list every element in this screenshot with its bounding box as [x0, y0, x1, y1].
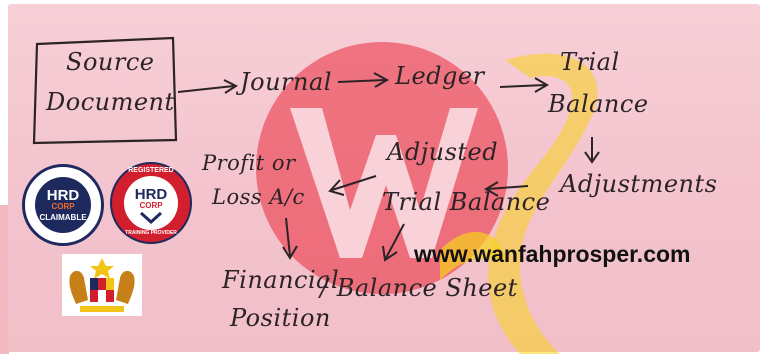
claimable-badge-inner	[35, 177, 91, 233]
registered-corp: CORP	[139, 201, 163, 210]
claimable-label: CLAIMABLE	[39, 213, 87, 222]
node-trial-line2: Balance	[548, 90, 649, 118]
website-url: www.wanfahprosper.com	[414, 241, 691, 267]
arrow-pl-to-financial	[282, 217, 298, 260]
source-document-box	[32, 36, 178, 145]
claimable-brand: HRD	[46, 187, 80, 204]
node-adjusted-line1: Adjusted	[387, 138, 499, 166]
node-profit-loss-line1: Profit or	[202, 151, 296, 175]
malaysia-coat-of-arms-icon	[62, 254, 142, 316]
arrow-adjustments-to-adjusted	[484, 181, 529, 197]
registered-brand: HRD	[134, 186, 168, 203]
node-source-line2: Document	[46, 88, 175, 116]
left-edge-strip	[0, 205, 9, 354]
registered-bottom-label: TRAINING PROVIDER	[125, 230, 177, 236]
node-financial-line2: Position	[230, 304, 331, 332]
node-balance-sheet: / Balance Sheet	[320, 274, 518, 302]
arrow-source-to-journal	[177, 79, 239, 94]
node-source-line1: Source	[66, 48, 155, 76]
arrow-trial-to-adjustments	[584, 137, 600, 164]
node-journal: Journal	[240, 68, 332, 96]
node-ledger: Ledger	[395, 62, 485, 90]
watermark-yellow-swoosh	[488, 53, 598, 354]
registered-top-label: REGISTERED	[128, 167, 174, 174]
node-adjusted-line2: Trial Balance	[382, 188, 551, 216]
hrdcorp-claimable-badge: HRD CORP CLAIMABLE	[22, 164, 104, 246]
node-adjustments: Adjustments	[560, 170, 718, 198]
claimable-corp: CORP	[51, 202, 75, 211]
watermark-small-arc	[440, 231, 505, 280]
hrdcorp-registered-badge: REGISTERED HRD CORP TRAINING PROVIDER	[110, 162, 192, 244]
node-trial-line1: Trial	[560, 48, 620, 76]
node-profit-loss-line2: Loss A/c	[212, 185, 305, 209]
watermark-w-letter	[290, 108, 478, 258]
node-financial-line1: Financial	[222, 266, 340, 294]
arrow-ledger-to-trial	[499, 77, 549, 93]
arrow-adjusted-to-pl	[328, 175, 377, 196]
arrow-journal-to-ledger	[337, 72, 390, 88]
checkmark-icon	[139, 211, 163, 224]
arrow-adjusted-to-balance	[382, 223, 405, 262]
